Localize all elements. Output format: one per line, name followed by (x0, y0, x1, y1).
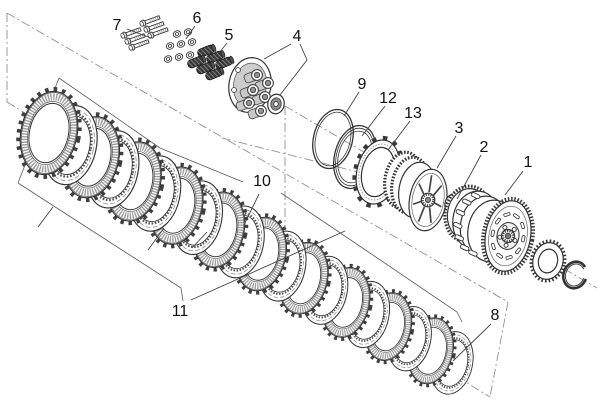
washer (185, 51, 195, 59)
basket-drum-slots (453, 192, 481, 257)
bolt (143, 21, 165, 33)
callout-leader (456, 154, 482, 200)
group-frame-line (280, 192, 463, 323)
face-bolt-head (235, 67, 241, 73)
callout-leader (387, 120, 411, 151)
callout-leader (185, 25, 196, 40)
callout-leader (190, 230, 346, 301)
callout-leader (361, 105, 386, 137)
washer (165, 42, 175, 50)
spring-washers (163, 28, 197, 63)
clutch-spring (206, 49, 226, 64)
spring-posts (235, 69, 274, 120)
bolt (139, 15, 161, 27)
group-frame-line (58, 77, 244, 183)
callout-leader (343, 91, 360, 117)
callout-3[interactable]: 3 (455, 120, 464, 137)
callout-leader (436, 135, 457, 169)
callout-leader (126, 28, 152, 39)
callout-leader (218, 42, 228, 54)
leader-tick (191, 231, 208, 249)
callout-13[interactable]: 13 (404, 105, 422, 122)
callout-2[interactable]: 2 (480, 139, 489, 156)
washer (163, 55, 173, 63)
callout-leader (452, 323, 492, 362)
washer (172, 30, 182, 38)
bolt (128, 39, 150, 51)
leader-tick (147, 227, 165, 251)
clutch-spring (197, 43, 217, 58)
callout-10[interactable]: 10 (253, 173, 271, 190)
callout-1[interactable]: 1 (524, 154, 533, 171)
callout-leader (279, 43, 308, 96)
hub-face (408, 168, 448, 232)
callouts-layer: 7 6 5 4 9 12 13 32 1 10 11 8 (37, 10, 533, 362)
callout-4[interactable]: 4 (293, 28, 302, 45)
dash-dot-line (6, 12, 509, 303)
clutch-spring (187, 54, 207, 69)
washer (176, 40, 186, 48)
washer (174, 53, 184, 61)
leader-tick (37, 206, 54, 228)
spring-post (239, 84, 259, 99)
bolt (124, 33, 146, 45)
spring-post (251, 91, 271, 106)
group-frame-line (17, 182, 184, 302)
callout-7[interactable]: 7 (113, 17, 122, 34)
friction-plate (16, 87, 82, 179)
callout-leader (243, 193, 260, 226)
basket-face (481, 196, 535, 276)
clutch-spring (205, 66, 225, 81)
fasteners-group (120, 15, 235, 81)
clutch-basket-1 (443, 184, 535, 276)
dash-dot-line (489, 301, 509, 398)
release-pad (267, 93, 285, 115)
clutch-hub-3 (383, 150, 448, 232)
spring-bolts (120, 15, 169, 51)
callout-leader (263, 43, 292, 60)
face-bolt-head (231, 87, 237, 93)
clutch-plate-stack (16, 87, 474, 395)
callout-5[interactable]: 5 (225, 27, 234, 44)
callout-6[interactable]: 6 (193, 10, 202, 27)
callout-9[interactable]: 9 (358, 76, 367, 93)
clutch-springs (187, 43, 235, 81)
spring-post (235, 97, 255, 112)
washer (187, 38, 197, 46)
callout-leader (504, 170, 524, 196)
spring-post (247, 105, 267, 120)
callout-11[interactable]: 11 (172, 303, 189, 320)
snap-ring-9 (312, 108, 354, 170)
clutch-spring (196, 60, 216, 75)
spring-post (243, 69, 263, 84)
pressure-plate-assembly (228, 57, 285, 120)
callout-8[interactable]: 8 (491, 307, 500, 324)
callout-12[interactable]: 12 (379, 90, 397, 107)
